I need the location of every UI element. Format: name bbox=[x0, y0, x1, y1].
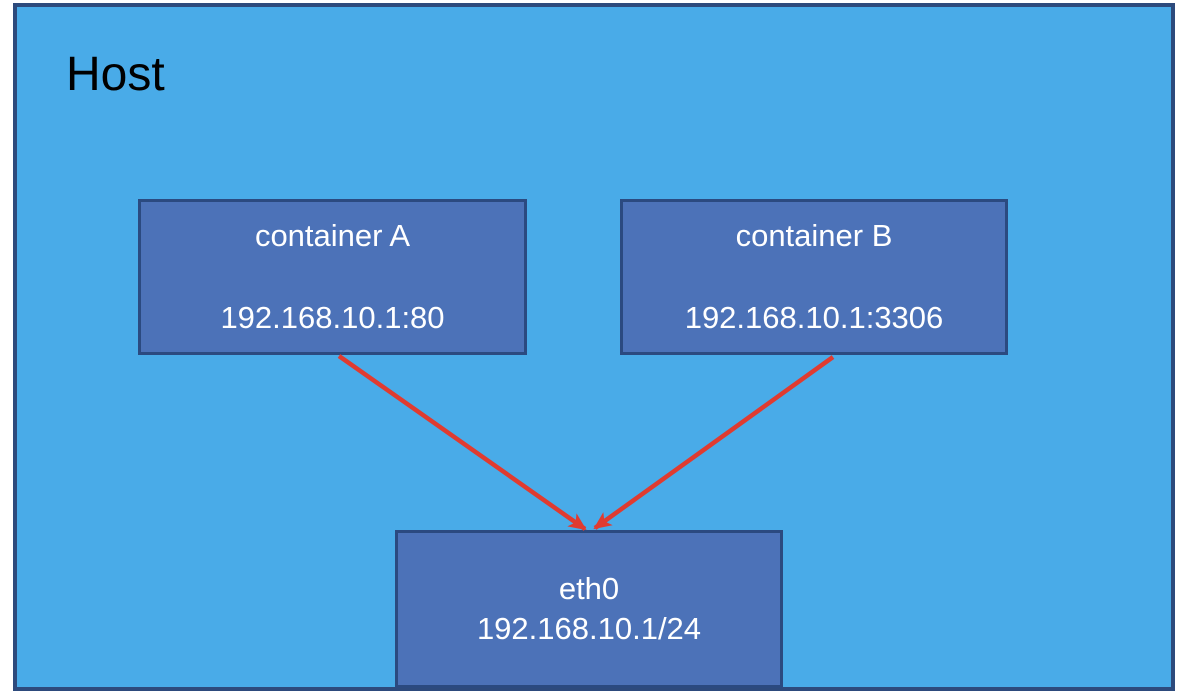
node-container-a-address: 192.168.10.1:80 bbox=[220, 300, 445, 335]
node-eth0-address: 192.168.10.1/24 bbox=[476, 611, 702, 646]
node-eth0: eth0 192.168.10.1/24 bbox=[395, 530, 783, 688]
node-container-b-address: 192.168.10.1:3306 bbox=[684, 300, 944, 335]
host-label: Host bbox=[66, 48, 165, 101]
node-container-a-title: container A bbox=[254, 218, 411, 253]
node-eth0-title: eth0 bbox=[558, 571, 620, 606]
node-container-a: container A 192.168.10.1:80 bbox=[138, 199, 527, 355]
node-container-b: container B 192.168.10.1:3306 bbox=[620, 199, 1008, 355]
node-container-b-title: container B bbox=[735, 218, 893, 253]
